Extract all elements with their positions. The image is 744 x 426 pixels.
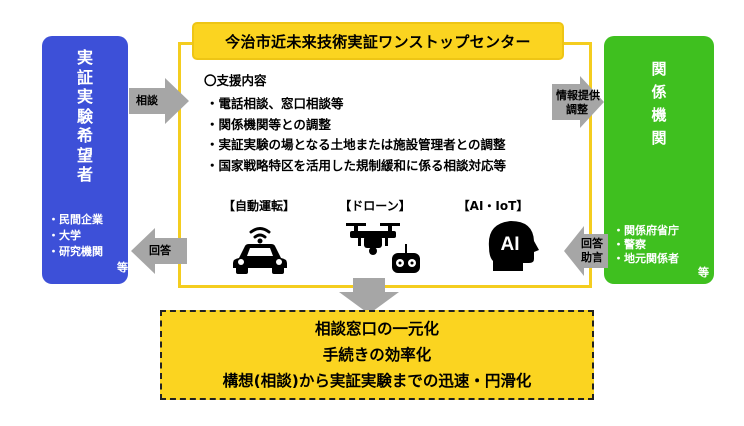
list-item: ・関係機関等との調整: [206, 116, 331, 132]
car-icon: [227, 222, 293, 280]
outcome-line: 相談窓口の一元化: [314, 320, 439, 338]
answer-label-right: 回答: [581, 237, 603, 250]
info-arrow: 情報提供 調整: [552, 76, 604, 128]
list-item: ・国家戦略特区を活用した規制緩和に係る相談対応等: [206, 157, 507, 173]
list-item: ・実証実験の場となる土地または施設管理者との調整: [206, 137, 506, 152]
applicant-title: 実 証 実 験 希 望 者: [76, 48, 93, 184]
advice-arrow: 回答 助言: [564, 226, 608, 276]
ai-head-icon: AI: [481, 217, 539, 275]
list-item: ・研究機関: [48, 245, 103, 258]
outcome-line: 手続きの効率化: [322, 346, 432, 364]
category-autonomous-driving: 【自動運転】: [222, 199, 295, 213]
support-heading: 〇支援内容: [204, 73, 267, 88]
agency-title: 関 係 機 関: [651, 60, 667, 147]
down-arrow: [339, 278, 399, 314]
info-label: 情報提供: [556, 89, 600, 102]
support-list: ・電話相談、窓口相談等 ・関係機関等との調整 ・実証実験の場となる土地または施設…: [206, 94, 506, 176]
list-item: ・関係府省庁: [613, 224, 679, 237]
agency-box: 関 係 機 関 ・関係府省庁 ・警察 ・地元関係者 等: [604, 36, 714, 284]
outcome-box: 相談窓口の一元化 手続きの効率化 構想(相談)から実証実験までの迅速・円滑化: [160, 310, 594, 400]
answer-label-left: 回答: [149, 244, 171, 257]
list-item: ・大学: [48, 229, 81, 242]
agency-list: ・関係府省庁 ・警察 ・地元関係者 等: [613, 224, 709, 280]
list-item: 等: [698, 266, 709, 279]
coordination-label: 調整: [566, 103, 588, 116]
category-ai-iot: 【AI・IoT】: [457, 199, 529, 213]
ai-label: AI: [501, 234, 520, 255]
advice-label: 助言: [581, 251, 603, 264]
list-item: ・電話相談、窓口相談等: [206, 96, 344, 111]
drone-icon: [344, 218, 424, 280]
list-item: 等: [117, 261, 128, 274]
category-drone: 【ドローン】: [339, 199, 411, 213]
list-item: ・地元関係者: [613, 252, 679, 265]
consult-arrow: 相談: [129, 78, 191, 124]
outcome-line: 構想(相談)から実証実験までの迅速・円滑化: [222, 372, 532, 390]
answer-arrow-left: 回答: [131, 228, 187, 274]
consult-label: 相談: [136, 94, 158, 107]
list-item: ・民間企業: [48, 213, 103, 226]
applicant-list: ・民間企業 ・大学 ・研究機関 等: [48, 212, 128, 276]
list-item: ・警察: [613, 238, 646, 251]
applicant-box: 実 証 実 験 希 望 者 ・民間企業 ・大学 ・研究機関 等: [42, 36, 128, 284]
center-title: 今治市近未来技術実証ワンストップセンター: [192, 22, 564, 60]
